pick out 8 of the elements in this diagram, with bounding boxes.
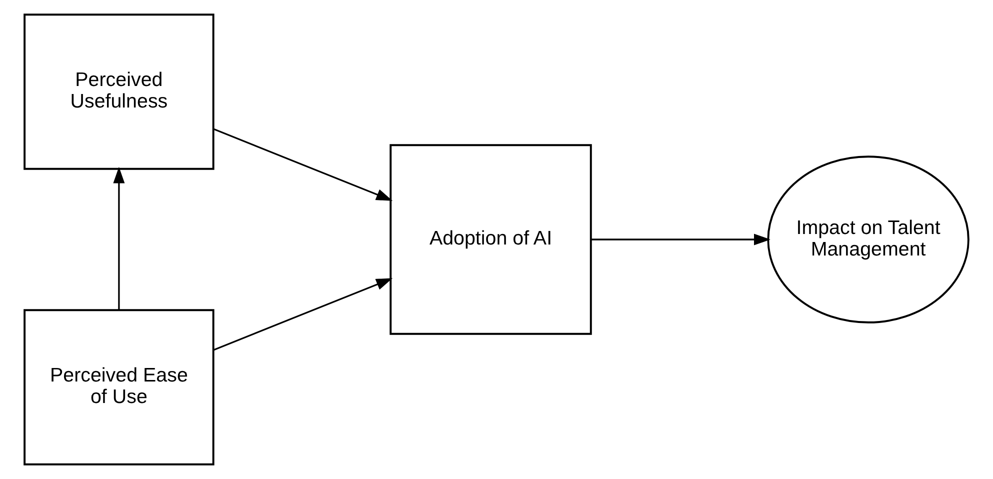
arrow — [591, 234, 770, 246]
node-box: Adoption of AI — [390, 144, 592, 335]
arrow — [113, 166, 125, 310]
arrow — [213, 128, 393, 201]
arrow — [213, 278, 393, 351]
node-box: Perceived Usefulness — [24, 14, 214, 170]
node-ellipse: Impact on Talent Management — [767, 156, 970, 324]
node-box: Perceived Ease of Use — [24, 309, 214, 466]
